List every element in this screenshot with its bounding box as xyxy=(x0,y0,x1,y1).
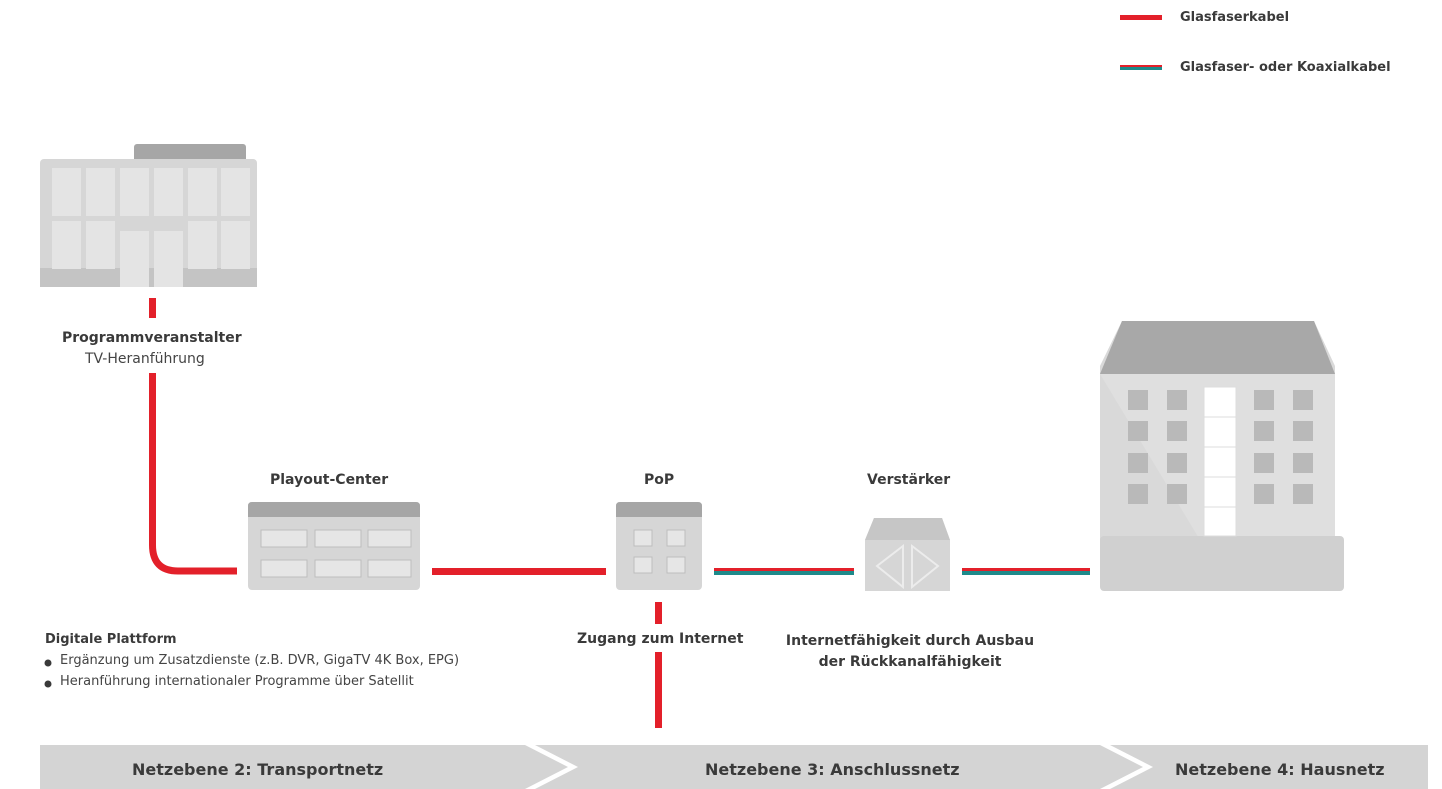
level-label-4: Netzebene 4: Hausnetz xyxy=(1175,760,1385,779)
fiber-cable-playout-pop xyxy=(432,568,606,575)
broadcaster-subtitle: TV-Heranführung xyxy=(85,351,205,367)
amplifier-title: Verstärker xyxy=(867,472,951,488)
mixed-cable-pop-amplifier xyxy=(714,568,854,575)
legend-label-fiber: Glasfaserkabel xyxy=(1180,10,1290,25)
mixed-cable-amplifier-house xyxy=(962,568,1090,575)
broadcaster-title: Programmveranstalter xyxy=(62,330,242,346)
legend-swatch-fiber xyxy=(1120,15,1162,20)
amplifier-note: Internetfähigkeit durch Ausbau der Rückk… xyxy=(780,631,1040,673)
amplifier-note-line-1: Internetfähigkeit durch Ausbau xyxy=(785,633,1035,649)
amplifier-note-line-2: der Rückkanalfähigkeit xyxy=(818,654,1002,670)
playout-center-title: Playout-Center xyxy=(270,472,389,488)
digital-platform-title: Digitale Plattform xyxy=(45,632,177,647)
level-band-segment-2 xyxy=(40,745,568,789)
fiber-cable-broadcaster-playout xyxy=(149,373,237,575)
fiber-cable-pop-internet-bottom xyxy=(655,652,662,728)
playout-center-building xyxy=(248,502,420,590)
digital-platform-bullet-1: Ergänzung um Zusatzdienste (z.B. DVR, Gi… xyxy=(60,653,460,668)
legend-label-mixed: Glasfaser- oder Koaxialkabel xyxy=(1180,60,1391,75)
level-label-3: Netzebene 3: Anschlussnetz xyxy=(705,760,960,779)
amplifier-device xyxy=(865,518,950,591)
level-label-2: Netzebene 2: Transportnetz xyxy=(132,760,384,779)
digital-platform-bullet-2: Heranführung internationaler Programme ü… xyxy=(60,674,414,689)
pop-building xyxy=(616,502,702,590)
bullet-dot xyxy=(44,659,52,667)
legend-swatch-mixed xyxy=(1120,65,1162,70)
bullet-dot xyxy=(44,680,52,688)
fiber-cable-broadcaster-top xyxy=(149,298,156,318)
broadcaster-building xyxy=(40,144,257,287)
level-band xyxy=(40,745,1428,789)
cables xyxy=(149,298,1090,728)
pop-internet-label: Zugang zum Internet xyxy=(577,631,744,647)
fiber-cable-pop-internet-top xyxy=(655,602,662,624)
pop-title: PoP xyxy=(644,472,675,488)
digital-platform: Digitale Plattform Ergänzung um Zusatzdi… xyxy=(45,630,459,692)
level-band-segment-4 xyxy=(1110,745,1428,789)
level-band-segment-3 xyxy=(535,745,1143,789)
house-building xyxy=(1100,321,1344,591)
